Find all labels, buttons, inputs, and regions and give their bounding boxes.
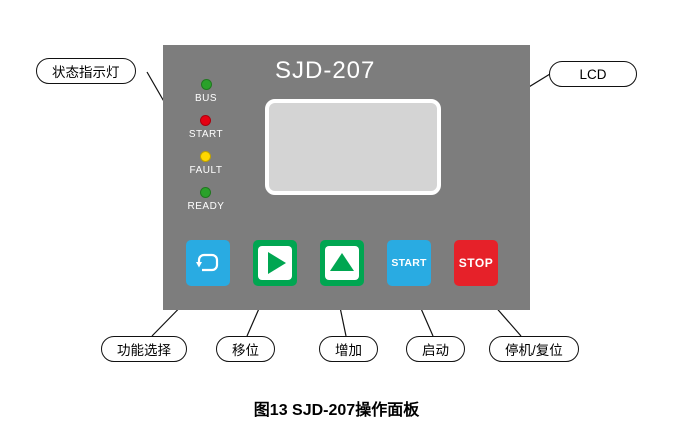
callout-lcd: LCD	[549, 61, 637, 87]
lcd-screen	[265, 99, 441, 195]
start-button[interactable]: START	[387, 240, 431, 286]
start-led-indicator	[200, 115, 212, 126]
start-led-label: START	[188, 129, 224, 140]
increase-button[interactable]	[320, 240, 364, 286]
figure-caption: 图13 SJD-207操作面板	[253, 402, 420, 419]
callout-status-leds: 状态指示灯	[36, 58, 136, 84]
led-group-bus: BUS	[195, 79, 217, 104]
shift-button[interactable]	[253, 240, 297, 286]
led-column: BUS START FAULT READY	[177, 79, 235, 223]
bus-led-label: BUS	[194, 93, 218, 104]
ready-led-indicator	[200, 187, 212, 198]
panel-title: SJD-207	[275, 57, 376, 84]
fault-led-indicator	[200, 151, 212, 162]
function-select-button[interactable]	[186, 240, 230, 286]
callout-stop: 停机/复位	[489, 336, 579, 362]
callout-function-select: 功能选择	[101, 336, 187, 362]
device-panel: SJD-207 BUS START FAULT READY	[163, 45, 530, 310]
callout-shift: 移位	[216, 336, 275, 362]
ready-led-label: READY	[187, 201, 225, 212]
callout-start: 启动	[406, 336, 465, 362]
led-group-ready: READY	[188, 187, 225, 212]
shift-button-face	[258, 246, 292, 280]
increase-button-face	[325, 246, 359, 280]
callout-increase: 增加	[319, 336, 378, 362]
stop-button[interactable]: STOP	[454, 240, 498, 286]
bus-led-indicator	[200, 79, 212, 90]
up-triangle-icon	[330, 253, 354, 271]
led-group-fault: FAULT	[190, 151, 223, 176]
led-group-start: START	[189, 115, 223, 140]
loop-arrow-icon	[196, 253, 219, 272]
fault-led-label: FAULT	[189, 165, 223, 176]
right-triangle-icon	[268, 252, 286, 274]
